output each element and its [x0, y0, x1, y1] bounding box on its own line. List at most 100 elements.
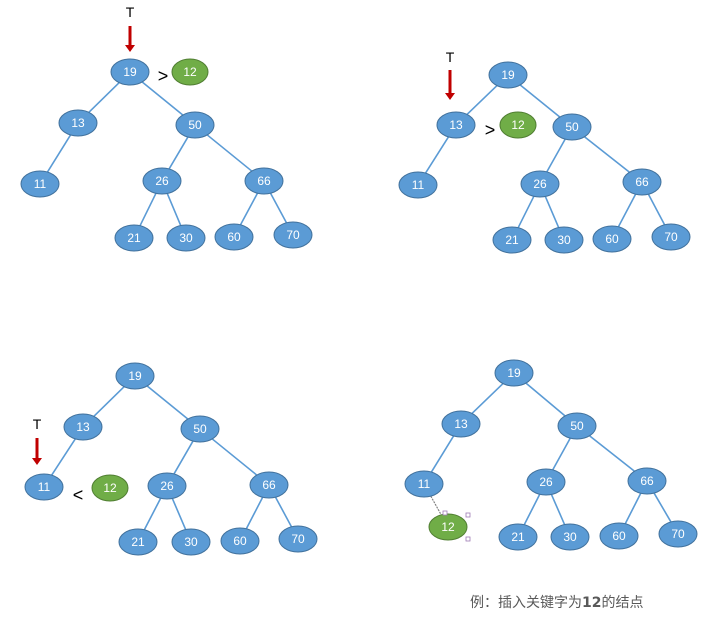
node-label: 70: [291, 532, 305, 546]
node-shape: [118, 528, 158, 556]
node-label: 11: [412, 178, 425, 192]
node-shape: [398, 171, 438, 199]
node-shape: [20, 170, 60, 198]
tree-edge: [466, 85, 498, 115]
tree-node: 21: [492, 226, 532, 254]
tree-node: 66: [244, 167, 284, 195]
tree-node: 11: [404, 470, 444, 498]
node-shape: [115, 362, 155, 390]
node-label: 19: [501, 68, 515, 82]
node-shape: [441, 410, 481, 438]
tree-edge: [471, 383, 504, 414]
tree-node: 50: [552, 113, 592, 141]
node-shape: [436, 111, 476, 139]
node-label: 26: [160, 479, 174, 493]
tree-edge: [430, 495, 442, 516]
tree-edge: [46, 134, 72, 173]
comparison-symbol: >: [485, 120, 496, 140]
node-label: 70: [286, 228, 300, 242]
tree-edge: [519, 84, 561, 118]
caption-key: 12: [582, 595, 602, 611]
pointer-arrow-icon: [445, 93, 455, 100]
insert-key-node: 12: [499, 111, 537, 139]
node-shape: [110, 58, 150, 86]
node-shape: [544, 226, 584, 254]
node-label: 13: [76, 420, 90, 434]
tree-node: 19: [115, 362, 155, 390]
tree-edge: [139, 192, 157, 227]
tree-node: 13: [436, 111, 476, 139]
caption: 例：插入关键字为12的结点: [470, 592, 643, 612]
tree-node: 50: [175, 111, 215, 139]
node-shape: [622, 168, 662, 196]
tree-node: 26: [526, 468, 566, 496]
selection-handles: [442, 510, 471, 542]
selection-handle: [442, 510, 448, 516]
tree-edge: [617, 193, 637, 228]
insert-key-shape: [171, 58, 209, 86]
node-label: 11: [38, 480, 51, 494]
caption-suffix: 的结点: [601, 595, 644, 611]
pointer-marker: T: [32, 416, 42, 465]
node-shape: [249, 471, 289, 499]
node-label: 66: [257, 174, 271, 188]
node-label: 19: [128, 369, 142, 383]
node-shape: [550, 523, 590, 551]
tree-edge: [146, 385, 189, 420]
node-label: 50: [565, 120, 579, 134]
node-shape: [599, 522, 639, 550]
pointer-arrow-icon: [32, 458, 42, 465]
tree-edge: [168, 136, 189, 170]
node-label: 60: [612, 529, 626, 543]
tree-node: 30: [544, 226, 584, 254]
node-label: 11: [34, 177, 47, 191]
tree-edge: [588, 435, 636, 472]
selection-handle: [465, 512, 471, 518]
caption-prefix: 例：插入关键字为: [470, 595, 582, 611]
inserted-node: 12: [428, 513, 468, 541]
node-shape: [592, 225, 632, 253]
tree-edge: [211, 438, 258, 476]
node-label: 19: [123, 65, 137, 79]
tree-node: 30: [171, 528, 211, 556]
pointer-marker: T: [445, 49, 455, 100]
tree-node: 60: [592, 225, 632, 253]
tree-node: 70: [651, 223, 691, 251]
node-label: 11: [418, 477, 431, 491]
node-label: 21: [127, 231, 141, 245]
tree-node: 11: [20, 170, 60, 198]
node-label: 30: [184, 535, 198, 549]
tree-node: 19: [488, 61, 528, 89]
node-shape: [166, 224, 206, 252]
tree-edge: [269, 192, 288, 224]
node-label: 30: [557, 233, 571, 247]
node-shape: [492, 226, 532, 254]
insert-key-label: 12: [511, 118, 525, 132]
node-shape: [214, 223, 254, 251]
tree-node: 26: [142, 167, 182, 195]
tree-edge: [424, 136, 450, 174]
node-shape: [278, 525, 318, 553]
node-shape: [175, 111, 215, 139]
node-shape: [498, 523, 538, 551]
tree-edge: [647, 193, 666, 226]
node-label: 26: [155, 174, 169, 188]
tree-node: 19: [494, 359, 534, 387]
tree-node: 70: [658, 520, 698, 548]
node-label: 21: [511, 530, 525, 544]
insert-key-node: 12: [91, 474, 129, 502]
node-shape: [627, 467, 667, 495]
node-label: 66: [262, 478, 276, 492]
tree-edge: [544, 196, 560, 228]
tree-node: 26: [147, 472, 187, 500]
tree-node: 30: [166, 224, 206, 252]
node-shape: [494, 359, 534, 387]
node-label: 70: [671, 527, 685, 541]
node-label: 66: [640, 474, 654, 488]
tree-node: 13: [441, 410, 481, 438]
node-label: 60: [233, 534, 247, 548]
